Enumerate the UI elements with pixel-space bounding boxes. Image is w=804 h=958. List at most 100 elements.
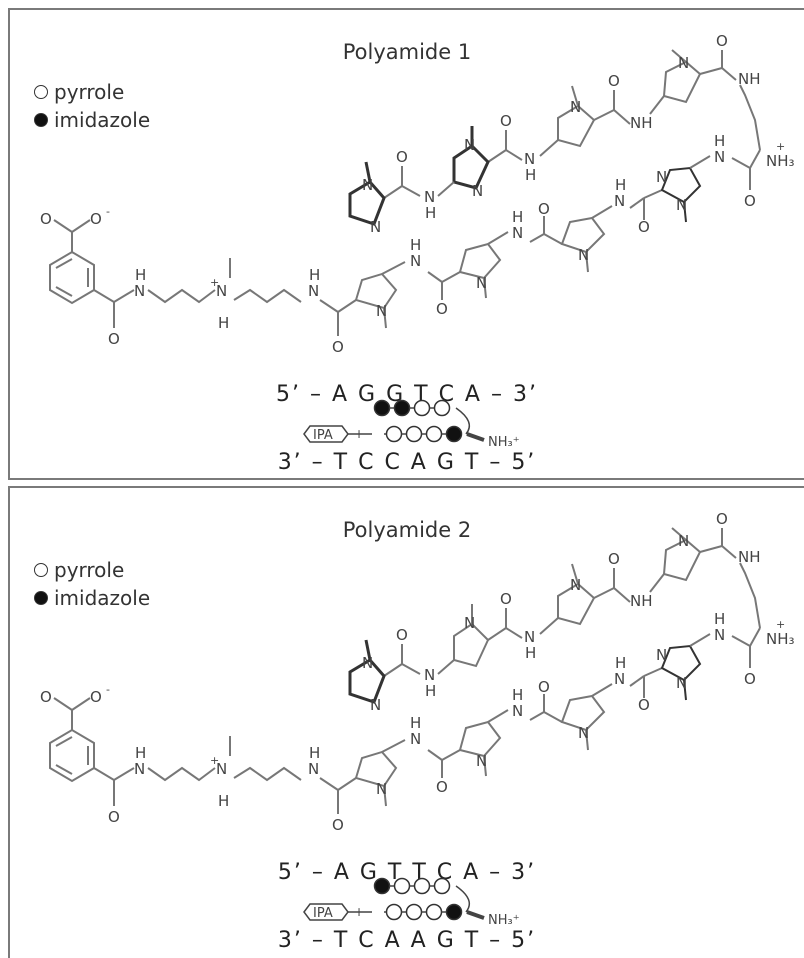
oxygen-label: O xyxy=(744,192,756,210)
h-label: H xyxy=(309,744,320,762)
oxygen-label: O xyxy=(436,300,448,318)
filled-circle-icon xyxy=(34,591,48,605)
pyrrole-ring xyxy=(662,538,702,582)
legend-pyrrole: pyrrole xyxy=(34,556,150,584)
nh-label: N xyxy=(134,282,145,300)
imidazole-circle xyxy=(373,399,391,417)
n-label: N xyxy=(476,752,487,770)
binding-schematic: IPA + NH₃⁺ xyxy=(303,877,520,928)
imidazole-ring xyxy=(660,166,702,204)
nh-label: N xyxy=(512,224,523,242)
ipa-label: IPA xyxy=(313,428,333,443)
nh-label: NH xyxy=(738,70,761,88)
oxygen-label: O xyxy=(332,816,344,834)
imidazole-circle xyxy=(393,399,411,417)
oxygen-label: O xyxy=(436,778,448,796)
n-label: N xyxy=(656,646,667,664)
legend: pyrrole imidazole xyxy=(34,78,150,134)
legend-pyrrole: pyrrole xyxy=(34,78,150,106)
oxygen-label: O xyxy=(108,330,120,348)
pyrrole-circle xyxy=(425,903,443,921)
imidazole-ring xyxy=(348,658,386,704)
nh-label: N xyxy=(512,702,523,720)
charge-label: + xyxy=(776,140,785,153)
oxygen-label: O xyxy=(500,590,512,608)
panel-title: Polyamide 2 xyxy=(342,518,472,542)
pyrrole-ring xyxy=(662,60,702,104)
pyrrole-ring xyxy=(458,720,502,758)
oxygen-label: O xyxy=(40,210,52,228)
n-label: N xyxy=(362,176,373,194)
h-label: H xyxy=(218,314,229,332)
linker-chain xyxy=(147,766,216,782)
h-label: H xyxy=(714,132,725,150)
nh-label: N xyxy=(410,730,421,748)
h-label: H xyxy=(135,266,146,284)
n-label: N xyxy=(472,182,483,200)
oxygen-label: O xyxy=(108,808,120,826)
n-label: N xyxy=(570,576,581,594)
nh3-label: NH₃⁺ xyxy=(488,913,520,928)
pyrrole-circle xyxy=(385,903,403,921)
n-label: N xyxy=(656,168,667,186)
n-label: N xyxy=(524,150,535,168)
polyamide-2-structure: O O - O N H N + H N H O N N H O N N H O … xyxy=(40,510,795,834)
binding-schematic: IPA + NH₃⁺ xyxy=(303,399,520,450)
nh-label: NH xyxy=(630,592,653,610)
oxygen-label: O xyxy=(608,72,620,90)
nh-label: N xyxy=(714,626,725,644)
ammonium-n-label: N xyxy=(216,282,227,300)
oxygen-label: O xyxy=(638,696,650,714)
h-label: H xyxy=(615,654,626,672)
h-label: H xyxy=(425,204,436,222)
legend-imidazole: imidazole xyxy=(34,584,150,612)
pyrrole-circle xyxy=(385,425,403,443)
charge-label: + xyxy=(776,618,785,631)
oxygen-label: O xyxy=(332,338,344,356)
oxygen-label: O xyxy=(396,148,408,166)
ammonium-n-label: N xyxy=(216,760,227,778)
nh-label: NH xyxy=(630,114,653,132)
pyrrole-circle xyxy=(433,399,451,417)
h-label: H xyxy=(525,644,536,662)
open-circle-icon xyxy=(34,563,48,577)
imidazole-circle xyxy=(373,877,391,895)
h-label: H xyxy=(309,266,320,284)
charge-label: - xyxy=(106,205,110,218)
oxygen-label: O xyxy=(396,626,408,644)
n-label: N xyxy=(370,696,381,714)
h-label: H xyxy=(525,166,536,184)
open-circle-icon xyxy=(34,85,48,99)
pyrrole-ring xyxy=(560,216,606,254)
pyrrole-ring xyxy=(354,272,398,310)
n-label: N xyxy=(424,666,435,684)
pyrrole-circle xyxy=(425,425,443,443)
pyrrole-ring xyxy=(453,622,490,668)
charge-label: + xyxy=(210,754,219,767)
polyamide-2-panel: Polyamide 2 pyrrole imidazole xyxy=(8,486,804,958)
oxygen-label: O xyxy=(40,688,52,706)
legend-label: imidazole xyxy=(54,108,151,132)
ipa-label: IPA xyxy=(313,906,333,921)
h-label: H xyxy=(410,236,421,254)
pyrrole-circle xyxy=(413,399,431,417)
h-label: H xyxy=(615,176,626,194)
nh-label: N xyxy=(308,282,319,300)
pyrrole-ring xyxy=(557,104,596,148)
n-label: N xyxy=(676,674,687,692)
imidazole-ring xyxy=(452,144,490,190)
legend-label: pyrrole xyxy=(54,558,125,582)
bottom-dna-strand: 3’ – T C A A G T – 5’ xyxy=(277,928,537,953)
nh-label: N xyxy=(134,760,145,778)
oxygen-label: O xyxy=(538,678,550,696)
filled-circle-icon xyxy=(34,113,48,127)
nh-label: N xyxy=(614,192,625,210)
nh-label: N xyxy=(308,760,319,778)
polyamide-1-panel: Polyamide 1 pyrrole imidazole xyxy=(8,8,804,480)
legend-imidazole: imidazole xyxy=(34,106,150,134)
pyrrole-circle xyxy=(393,877,411,895)
n-label: N xyxy=(464,614,475,632)
panel-title: Polyamide 1 xyxy=(342,40,472,64)
n-label: N xyxy=(570,98,581,116)
legend-label: pyrrole xyxy=(54,80,125,104)
